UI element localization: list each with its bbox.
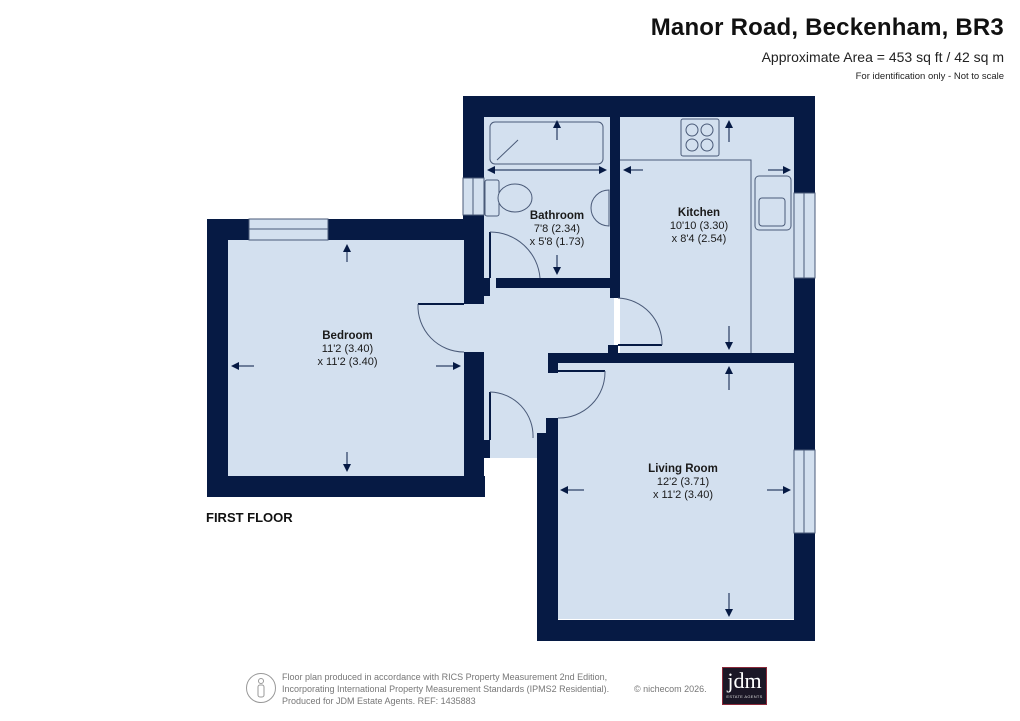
footer-line: Floor plan produced in accordance with R… <box>282 672 608 682</box>
toilet-bowl-icon <box>497 183 533 213</box>
copyright: © nichecom 2026. <box>634 684 707 694</box>
bathtub-icon <box>489 121 604 165</box>
room-name: Living Room <box>648 463 718 475</box>
footer-text: Floor plan produced in accordance with R… <box>282 671 707 707</box>
room-dimension: x 11'2 (3.40) <box>653 489 713 501</box>
floor-label: FIRST FLOOR <box>206 510 293 525</box>
room-dimension: x 11'2 (3.40) <box>317 356 378 368</box>
room-dimension: 7'8 (2.34) <box>533 223 581 235</box>
walls <box>207 96 815 641</box>
room-dimension: 12'2 (3.71) <box>656 476 710 488</box>
person-icon <box>246 673 276 703</box>
room-kitchen: Kitchen 10'10 (3.30) x 8'4 (2.54) <box>654 207 744 246</box>
footer-line: Produced for JDM Estate Agents. REF: 143… <box>282 696 476 706</box>
toilet-cistern-icon <box>484 179 500 217</box>
room-living-room: Living Room 12'2 (3.71) x 11'2 (3.40) <box>633 463 733 502</box>
room-bedroom: Bedroom 11'2 (3.40) x 11'2 (3.40) <box>300 330 395 369</box>
scale-disclaimer: For identification only - Not to scale <box>855 71 1004 82</box>
windows <box>248 177 816 534</box>
footer-line: Incorporating International Property Mea… <box>282 684 610 694</box>
room-name: Bathroom <box>529 210 585 222</box>
approximate-area: Approximate Area = 453 sq ft / 42 sq m <box>761 49 1004 65</box>
kitchen-counter <box>620 159 752 353</box>
room-name: Bedroom <box>322 330 373 342</box>
hob-icon <box>680 118 720 157</box>
doors <box>417 231 663 440</box>
room-dimension: x 5'8 (1.73) <box>529 236 585 248</box>
logo-text: jdm <box>727 668 762 693</box>
jdm-logo: jdm ESTATE AGENTS <box>722 667 767 705</box>
property-title: Manor Road, Beckenham, BR3 <box>650 14 1004 41</box>
room-dimension: x 8'4 (2.54) <box>671 233 727 245</box>
room-dimension: 10'10 (3.30) <box>669 220 729 232</box>
room-name: Kitchen <box>677 207 721 219</box>
room-dimension: 11'2 (3.40) <box>321 343 374 355</box>
basin-icon <box>590 189 610 227</box>
logo-subtext: ESTATE AGENTS <box>726 694 763 699</box>
dimension-arrows <box>231 120 791 617</box>
room-bathroom: Bathroom 7'8 (2.34) x 5'8 (1.73) <box>515 210 599 249</box>
fixtures <box>484 118 792 231</box>
